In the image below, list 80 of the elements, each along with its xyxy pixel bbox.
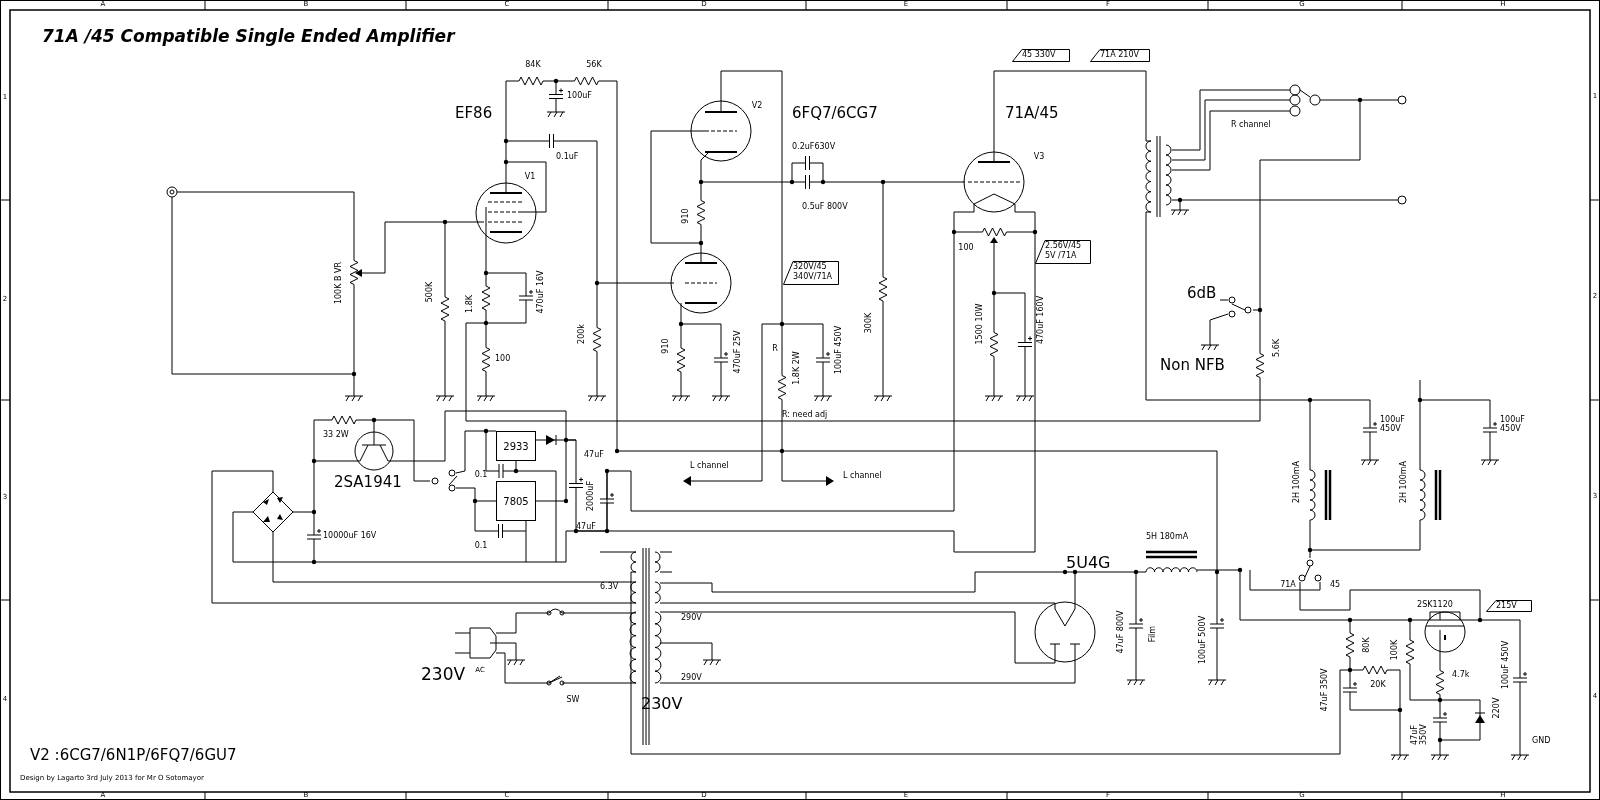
part-label: 4.7k xyxy=(1452,670,1470,680)
title: 71A /45 Compatible Single Ended Amplifier xyxy=(42,28,455,45)
voltage-flag: 45 330V xyxy=(1012,49,1070,62)
part-label: 45 xyxy=(1329,580,1341,590)
part-label: 500K xyxy=(425,281,435,303)
part-label: 100uF 450V xyxy=(1501,640,1511,690)
part-label: 230V xyxy=(641,695,683,713)
part-label: 290V xyxy=(681,673,702,683)
part-label: R: need adj xyxy=(782,410,828,420)
part-label: 1.8K xyxy=(465,295,475,313)
part-label: 910 xyxy=(661,338,671,354)
part-label: 33 2W xyxy=(323,430,349,440)
part-label: 100uF xyxy=(567,91,592,101)
part-label: 47uF xyxy=(576,522,596,532)
part-label: V1 xyxy=(524,172,536,182)
part-label: 71A xyxy=(1280,580,1296,590)
part-label: 100K B VR xyxy=(334,261,344,305)
part-label: 100uF 450V xyxy=(1500,416,1526,434)
part-label: 220V xyxy=(1492,697,1502,719)
part-label: 47uF xyxy=(584,450,604,460)
part-label: 0.1uF xyxy=(556,152,579,162)
part-label: 56K xyxy=(586,60,602,70)
part-label: SW xyxy=(566,695,580,705)
part-label: 5H 180mA xyxy=(1146,532,1189,542)
part-label: 100uF 500V xyxy=(1198,615,1208,665)
part-label: V2 :6CG7/6N1P/6FQ7/6GU7 xyxy=(30,746,237,764)
part-label: 470uF 25V xyxy=(733,330,743,374)
part-label: 6.3V xyxy=(600,582,619,592)
part-label: 2H 100mA xyxy=(1399,460,1409,504)
part-label: 2000uF xyxy=(586,481,596,511)
part-label: GND xyxy=(1532,736,1551,746)
part-label: 300K xyxy=(864,312,874,334)
part-label: 200k xyxy=(577,324,587,344)
part-label: 100uF 450V xyxy=(834,325,844,375)
part-label: EF86 xyxy=(455,104,493,122)
part-label: 47uF 800V xyxy=(1116,610,1126,654)
part-label: 1500 10W xyxy=(975,303,985,345)
part-label: 6dB xyxy=(1187,284,1217,302)
part-label: 5.6K xyxy=(1272,339,1282,357)
part-label: 10000uF 16V xyxy=(323,531,377,541)
part-label: 0.1 xyxy=(474,541,488,551)
ic-box: 7805 xyxy=(496,481,536,521)
part-label: 470uF 160V xyxy=(1036,295,1046,345)
part-label: Non NFB xyxy=(1160,356,1225,374)
part-label: 1.8K 2W xyxy=(792,351,802,385)
part-label: L channel xyxy=(843,471,882,481)
voltage-flag: 320V/45 340V/71A xyxy=(783,261,839,285)
part-label: 6FQ7/6CG7 xyxy=(792,104,878,122)
part-label: 20K xyxy=(1370,680,1386,690)
part-label: R channel xyxy=(1231,120,1271,130)
part-label: 0.5uF 800V xyxy=(802,202,848,212)
part-label: 0.1 xyxy=(474,470,488,480)
part-label: 2H 100mA xyxy=(1292,460,1302,504)
part-label: V2 xyxy=(751,101,763,111)
part-label: 100 xyxy=(495,354,511,364)
part-label: 230V xyxy=(421,664,466,684)
part-label: L channel xyxy=(690,461,729,471)
part-label: 100 xyxy=(958,243,974,253)
voltage-flag: 2.56V/45 5V /71A xyxy=(1035,240,1091,264)
part-label: 47uF 350V xyxy=(1320,668,1330,712)
part-label: 100K xyxy=(1390,639,1400,661)
part-label: 0.2uF630V xyxy=(792,142,836,152)
part-label: 100uF 450V xyxy=(1380,416,1406,434)
part-label: 47uF 350V xyxy=(1411,723,1429,745)
part-label: 5U4G xyxy=(1066,554,1111,572)
part-label: 80K xyxy=(1362,637,1372,653)
ic-box: 2933 xyxy=(496,431,536,461)
part-label: 290V xyxy=(681,613,702,623)
wire xyxy=(535,439,567,502)
part-label: 2SK1120 xyxy=(1417,600,1453,610)
part-label: 910 xyxy=(681,208,691,224)
part-label: Film xyxy=(1148,625,1158,643)
part-label: 71A/45 xyxy=(1005,104,1059,122)
voltage-flag: 71A 210V xyxy=(1090,49,1150,62)
part-label: V3 xyxy=(1033,152,1045,162)
part-label: 2SA1941 xyxy=(334,473,402,491)
voltage-flag: 215V xyxy=(1486,600,1532,612)
part-label: 84K xyxy=(525,60,541,70)
part-label: 470uF 16V xyxy=(536,270,546,314)
part-label: R xyxy=(772,344,778,354)
